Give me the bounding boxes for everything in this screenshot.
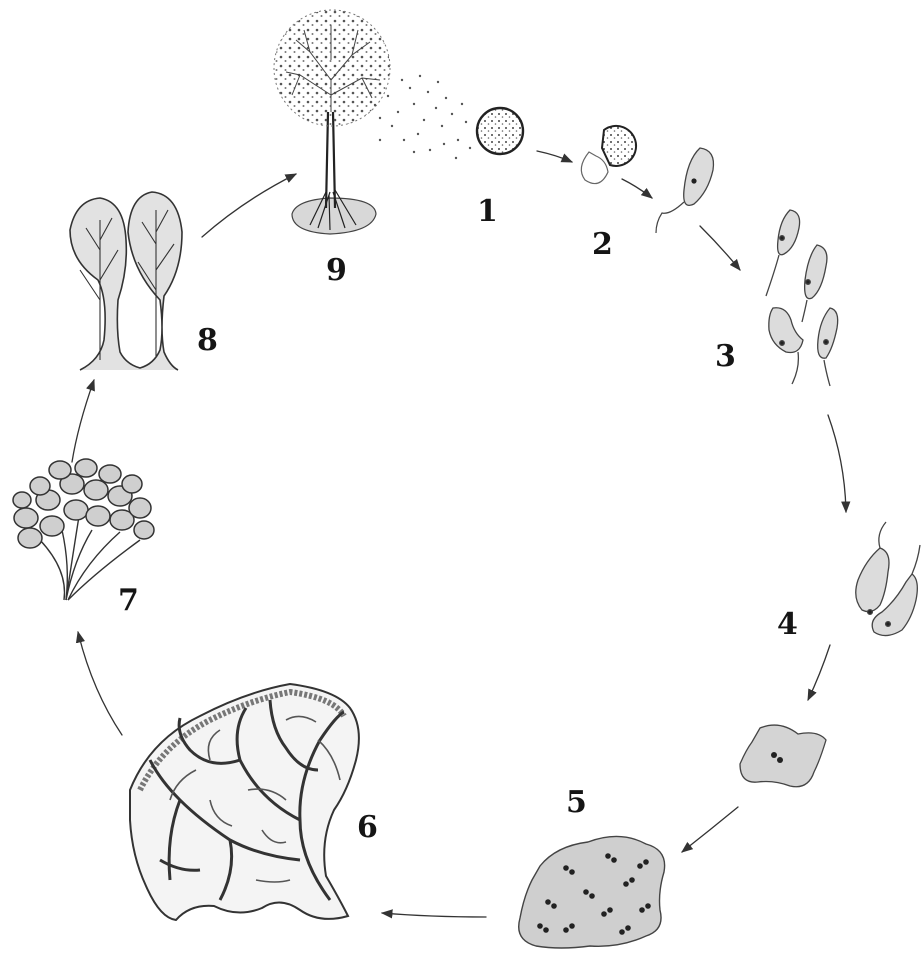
arrow-7-to-8-upper — [72, 380, 94, 462]
stage-label-9: 9 — [326, 256, 347, 286]
arrow-2-to-3 — [622, 179, 652, 198]
arrow-1-to-2 — [537, 151, 572, 162]
mature-sporangium-icon — [274, 10, 471, 234]
zygote-icon — [740, 725, 826, 787]
arrow-5-to-6-small — [682, 807, 738, 852]
stage-label-6: 6 — [357, 813, 378, 843]
developing-sporangia-icon — [70, 192, 182, 370]
swarm-cell-icon — [656, 148, 713, 233]
stage-label-3: 3 — [715, 342, 736, 372]
stage-label-2: 2 — [592, 230, 613, 260]
arrow-4-to-5 — [808, 645, 830, 700]
stage-label-5: 5 — [566, 788, 587, 818]
stage-label-8: 8 — [197, 326, 218, 356]
stage-label-7: 7 — [118, 586, 139, 616]
stage-label-4: 4 — [777, 610, 798, 640]
mature-plasmodium-icon — [130, 684, 359, 920]
arrow-8-to-9 — [202, 174, 296, 237]
spore-icon — [477, 108, 523, 154]
arrow-6-to-7 — [382, 913, 486, 917]
spore-cloud — [374, 75, 471, 159]
young-plasmodium-icon — [519, 836, 665, 948]
sporangia-cluster-icon — [13, 459, 154, 600]
arrow-to-3-group — [700, 226, 740, 270]
stage-label-1: 1 — [477, 197, 498, 227]
arrow-7-to-8-lower — [78, 632, 122, 735]
arrow-3-to-4 — [828, 415, 846, 512]
fusing-cells-icon — [856, 522, 920, 636]
flagellated-cells-icon — [766, 210, 838, 386]
germinating-spore-icon — [581, 126, 636, 184]
